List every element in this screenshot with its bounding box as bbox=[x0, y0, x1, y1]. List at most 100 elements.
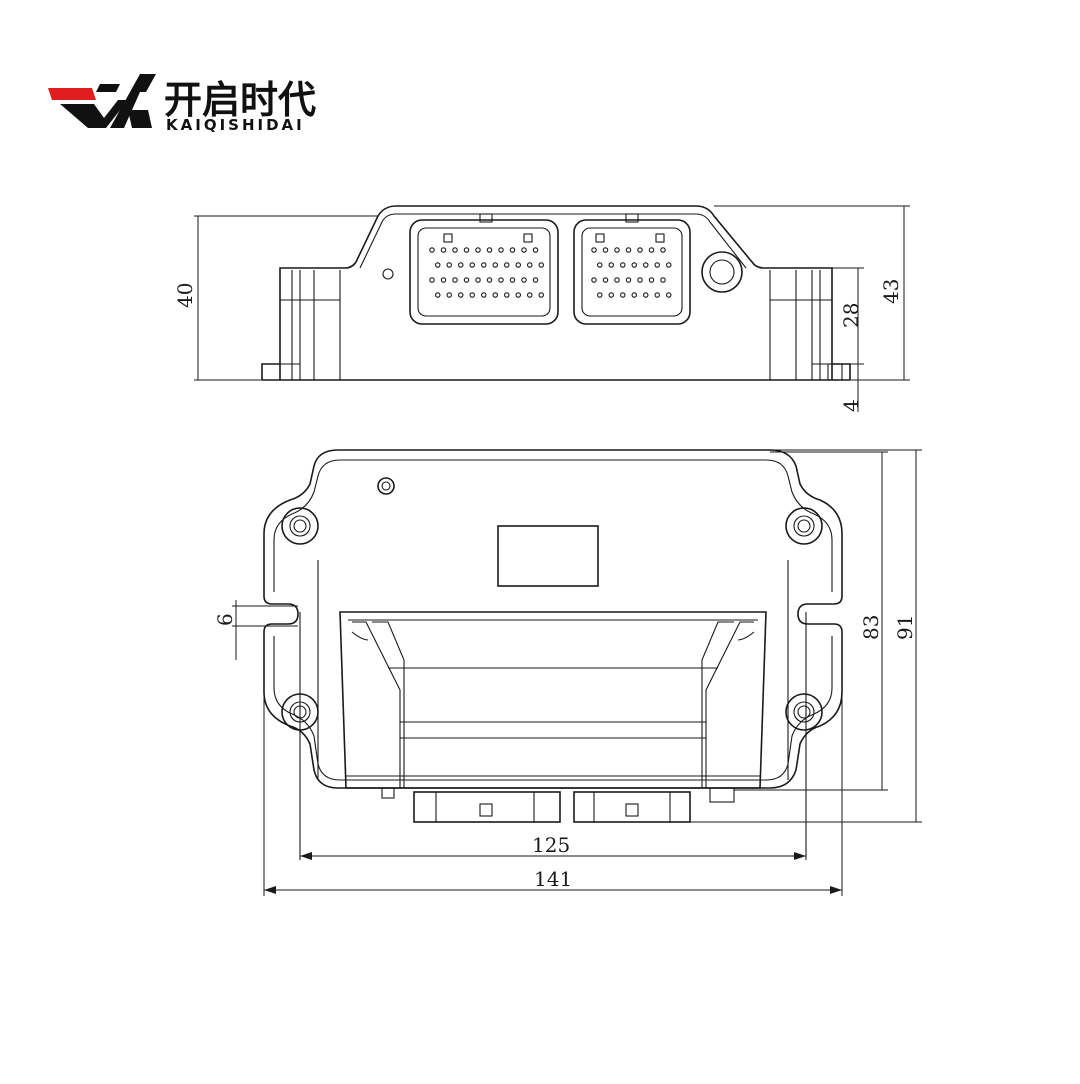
connector-pin bbox=[637, 247, 643, 253]
connector-pin bbox=[469, 262, 475, 268]
connector-pin bbox=[648, 277, 655, 283]
connector-pin bbox=[631, 292, 637, 298]
connector-pin bbox=[440, 277, 447, 283]
dim-label-40: 40 bbox=[173, 283, 197, 308]
connector-pin bbox=[521, 247, 527, 253]
label-area bbox=[497, 525, 599, 587]
connector-pin bbox=[457, 292, 464, 298]
connector-pin bbox=[492, 292, 498, 298]
connector-pin bbox=[526, 292, 533, 298]
dim-height-base: 4 bbox=[839, 364, 863, 412]
connector-pin bbox=[480, 262, 487, 268]
connector-pin bbox=[429, 277, 435, 283]
connector-pin bbox=[654, 262, 660, 268]
connector-pin bbox=[475, 247, 481, 253]
connector-pin bbox=[637, 277, 643, 283]
connector-pin bbox=[498, 277, 504, 283]
connector-pin bbox=[509, 277, 516, 283]
dim-width-inner: 125 bbox=[300, 833, 806, 860]
connector-pin bbox=[521, 277, 527, 283]
dim-label-125: 125 bbox=[532, 833, 570, 857]
connector-pin bbox=[631, 262, 637, 268]
connector-pin bbox=[457, 262, 464, 268]
connector-pin bbox=[452, 247, 458, 253]
mount-hole-tl bbox=[281, 507, 319, 545]
dim-height-mid: 28 bbox=[832, 267, 864, 365]
connector-pin bbox=[614, 247, 620, 253]
dim-label-4: 4 bbox=[839, 399, 863, 412]
connector-pin bbox=[498, 247, 504, 253]
connector-pin bbox=[625, 277, 632, 283]
connector-shroud bbox=[339, 611, 767, 789]
connector-pin bbox=[619, 262, 626, 268]
connector-pin bbox=[429, 247, 435, 253]
connector-pin bbox=[434, 262, 441, 268]
connector-pin bbox=[452, 277, 458, 283]
connector-pin bbox=[665, 262, 672, 268]
dim-height-total: 43 bbox=[714, 205, 910, 381]
connector-pin bbox=[515, 292, 521, 298]
brand-name-en: KAIQISHIDAI bbox=[166, 116, 305, 134]
connector-pin bbox=[526, 262, 533, 268]
connector-pin bbox=[602, 277, 609, 283]
connector-pin bbox=[625, 247, 632, 253]
brand-logo: 开启时代 KAIQISHIDAI bbox=[48, 74, 316, 134]
connector-pin bbox=[440, 247, 447, 253]
connector-pin bbox=[660, 247, 666, 253]
connector-pin bbox=[475, 277, 481, 283]
dim-depth-inner: 83 bbox=[734, 451, 888, 791]
connector-pin bbox=[538, 262, 544, 268]
mount-hole-bl bbox=[281, 693, 319, 731]
connector-pin bbox=[480, 292, 487, 298]
dim-label-6: 6 bbox=[213, 613, 237, 626]
connector-2 bbox=[573, 213, 691, 325]
connector-pin bbox=[515, 262, 521, 268]
connector-pin bbox=[619, 292, 626, 298]
dim-label-141: 141 bbox=[534, 867, 572, 891]
connector-pin bbox=[596, 262, 603, 268]
connector-pin bbox=[665, 292, 672, 298]
connector-pin bbox=[446, 292, 452, 298]
connector-pin bbox=[434, 292, 441, 298]
connector-pin bbox=[492, 262, 498, 268]
connector-pin bbox=[486, 277, 493, 283]
connector-pin bbox=[608, 262, 614, 268]
connector-pin bbox=[503, 292, 510, 298]
connector-pin bbox=[463, 247, 470, 253]
connector-pin bbox=[596, 292, 603, 298]
connector-pin bbox=[591, 247, 597, 253]
va-mark-icon bbox=[48, 74, 156, 128]
connector-pin bbox=[509, 247, 516, 253]
connector-pin bbox=[614, 277, 620, 283]
dim-slot-width: 6 bbox=[213, 600, 298, 660]
top-view: 6 83 91 125 141 bbox=[213, 449, 922, 896]
connector-1 bbox=[409, 213, 559, 325]
dim-label-28: 28 bbox=[839, 303, 863, 328]
connector-pin bbox=[648, 247, 655, 253]
connector-pin bbox=[503, 262, 510, 268]
connector-pin bbox=[660, 277, 666, 283]
dim-label-91: 91 bbox=[893, 615, 917, 640]
connector-pin bbox=[608, 292, 614, 298]
connector-pin bbox=[469, 292, 475, 298]
connector-pin bbox=[642, 262, 649, 268]
connector-pin bbox=[654, 292, 660, 298]
brand-name-cn: 开启时代 bbox=[164, 78, 316, 122]
dim-label-83: 83 bbox=[859, 615, 883, 640]
connector-pin bbox=[463, 277, 470, 283]
mount-hole-tr bbox=[785, 507, 823, 545]
mount-hole-br bbox=[785, 693, 823, 731]
dim-height-body: 40 bbox=[173, 215, 378, 381]
connector-pin bbox=[532, 247, 539, 253]
connector-pin bbox=[602, 247, 609, 253]
connector-pin bbox=[532, 277, 539, 283]
connector-pin bbox=[538, 292, 544, 298]
dim-depth-outer: 91 bbox=[690, 449, 922, 823]
connector-pin bbox=[446, 262, 452, 268]
connector-pin bbox=[591, 277, 597, 283]
connector-pin bbox=[486, 247, 493, 253]
side-view: 40 43 28 4 bbox=[173, 205, 910, 412]
dim-label-43: 43 bbox=[879, 279, 903, 304]
